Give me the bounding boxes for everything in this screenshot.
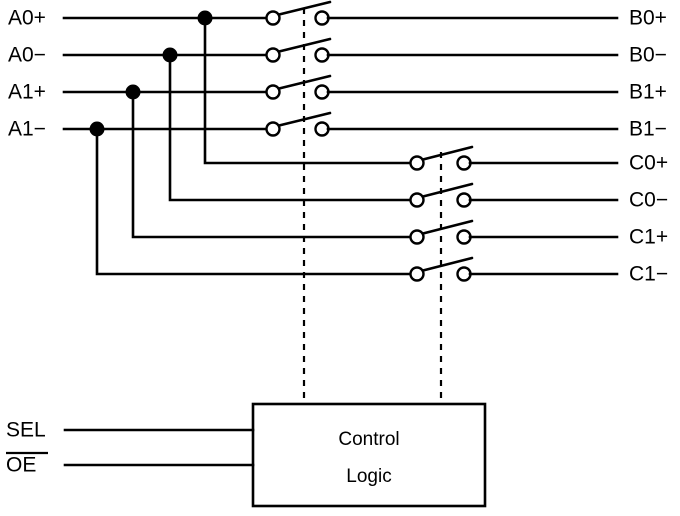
switch-c0n-blade[interactable] xyxy=(419,182,474,199)
input-wires xyxy=(62,16,269,131)
output-label-b0n: B0− xyxy=(629,44,667,67)
switch-b1n-terminal-right[interactable] xyxy=(314,121,330,137)
switch-c1n-blade[interactable] xyxy=(419,256,474,273)
switch-c1p[interactable] xyxy=(409,219,474,245)
input-label-a1n: A1− xyxy=(8,118,46,141)
control-label-sel: SEL xyxy=(6,419,46,442)
route-a1n-to-c1n xyxy=(95,127,413,276)
route-a0p-to-c0p xyxy=(203,16,413,165)
switch-b0n-terminal-left[interactable] xyxy=(265,47,281,63)
output-label-c1n: C1− xyxy=(629,263,668,286)
switch-c0p-blade[interactable] xyxy=(419,145,474,162)
junction-dots xyxy=(89,10,213,137)
switch-c0n-terminal-left[interactable] xyxy=(409,192,425,208)
output-label-c0p: C0+ xyxy=(629,152,668,175)
switch-c1p-blade[interactable] xyxy=(419,219,474,236)
switch-b0p[interactable] xyxy=(265,0,332,26)
switch-c0n[interactable] xyxy=(409,182,474,208)
control-input-signals: SEL OE xyxy=(6,419,255,477)
switch-bank-c[interactable] xyxy=(409,145,474,282)
tap-routing-wires xyxy=(95,16,413,276)
output-label-c1p: C1+ xyxy=(629,226,668,249)
switch-b0n-terminal-right[interactable] xyxy=(314,47,330,63)
output-label-b1n: B1− xyxy=(629,118,667,141)
output-wires xyxy=(326,16,619,276)
switch-c1p-terminal-left[interactable] xyxy=(409,229,425,245)
switch-c1n-terminal-right[interactable] xyxy=(456,266,472,282)
junction-dot-a1p xyxy=(125,84,141,100)
input-label-a1p: A1+ xyxy=(8,81,46,104)
switch-b0n[interactable] xyxy=(265,37,332,63)
control-linkages xyxy=(302,8,443,404)
control-logic-title-line1: Control xyxy=(338,429,399,450)
junction-dot-a0n xyxy=(162,47,178,63)
control-logic-block[interactable]: Control Logic xyxy=(251,402,487,508)
control-label-oe: OE xyxy=(6,454,36,477)
switch-c1n-terminal-left[interactable] xyxy=(409,266,425,282)
switch-c0p-terminal-right[interactable] xyxy=(456,155,472,171)
input-labels: A0+ A0− A1+ A1− xyxy=(8,7,46,141)
switch-c1n[interactable] xyxy=(409,256,474,282)
output-labels: B0+ B0− B1+ B1− C0+ C0− C1+ C1− xyxy=(629,7,668,286)
switch-b1n-terminal-left[interactable] xyxy=(265,121,281,137)
switch-c0p[interactable] xyxy=(409,145,474,171)
route-a1p-to-c1p xyxy=(131,90,413,239)
switch-b1n[interactable] xyxy=(265,111,332,137)
control-logic-title-line2: Logic xyxy=(346,466,391,487)
switch-b1p-terminal-left[interactable] xyxy=(265,84,281,100)
switch-b1p[interactable] xyxy=(265,74,332,100)
input-label-a0p: A0+ xyxy=(8,7,46,30)
input-label-a0n: A0− xyxy=(8,44,46,67)
junction-dot-a0p xyxy=(197,10,213,26)
junction-dot-a1n xyxy=(89,121,105,137)
switch-c0n-terminal-right[interactable] xyxy=(456,192,472,208)
control-logic-box[interactable] xyxy=(251,402,487,508)
output-label-b1p: B1+ xyxy=(629,81,667,104)
switch-c0p-terminal-left[interactable] xyxy=(409,155,425,171)
switch-bank-b[interactable] xyxy=(265,0,332,137)
route-a0n-to-c0n xyxy=(168,53,413,202)
switch-b1p-terminal-right[interactable] xyxy=(314,84,330,100)
switch-c1p-terminal-right[interactable] xyxy=(456,229,472,245)
switch-b0p-terminal-right[interactable] xyxy=(314,10,330,26)
output-label-b0p: B0+ xyxy=(629,7,667,30)
output-label-c0n: C0− xyxy=(629,189,668,212)
switch-b0p-terminal-left[interactable] xyxy=(265,10,281,26)
